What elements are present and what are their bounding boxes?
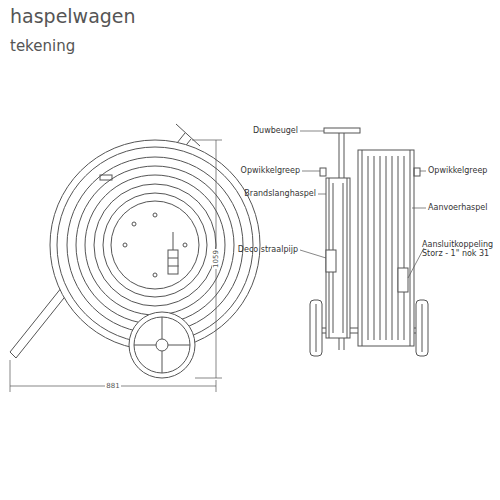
part-label: Opwikkelgreep xyxy=(241,166,300,175)
front-wheels xyxy=(310,300,428,356)
side-wheel xyxy=(129,312,195,378)
front-hose-reel xyxy=(320,168,350,338)
part-label: Aansluitkoppeling Storz - 1" nok 31 xyxy=(422,240,496,258)
part-label: Opwikkelgreep xyxy=(428,166,487,175)
part-label: Brandslanghaspel xyxy=(244,189,316,198)
dimension-label: 1059 xyxy=(212,249,220,269)
dimension-label: 881 xyxy=(105,382,120,390)
page-title: haspelwagen xyxy=(10,6,136,28)
subtitle: tekening xyxy=(10,38,75,55)
leader-lines xyxy=(300,131,426,278)
part-label: Duwbeugel xyxy=(253,126,298,135)
part-label: Deco straalpijp xyxy=(238,245,298,254)
front-frame xyxy=(318,128,420,350)
side-nozzle xyxy=(168,232,178,274)
part-label: Aanvoerhaspel xyxy=(428,203,488,212)
front-supply-reel xyxy=(358,150,420,346)
dimension-lines xyxy=(10,140,222,392)
